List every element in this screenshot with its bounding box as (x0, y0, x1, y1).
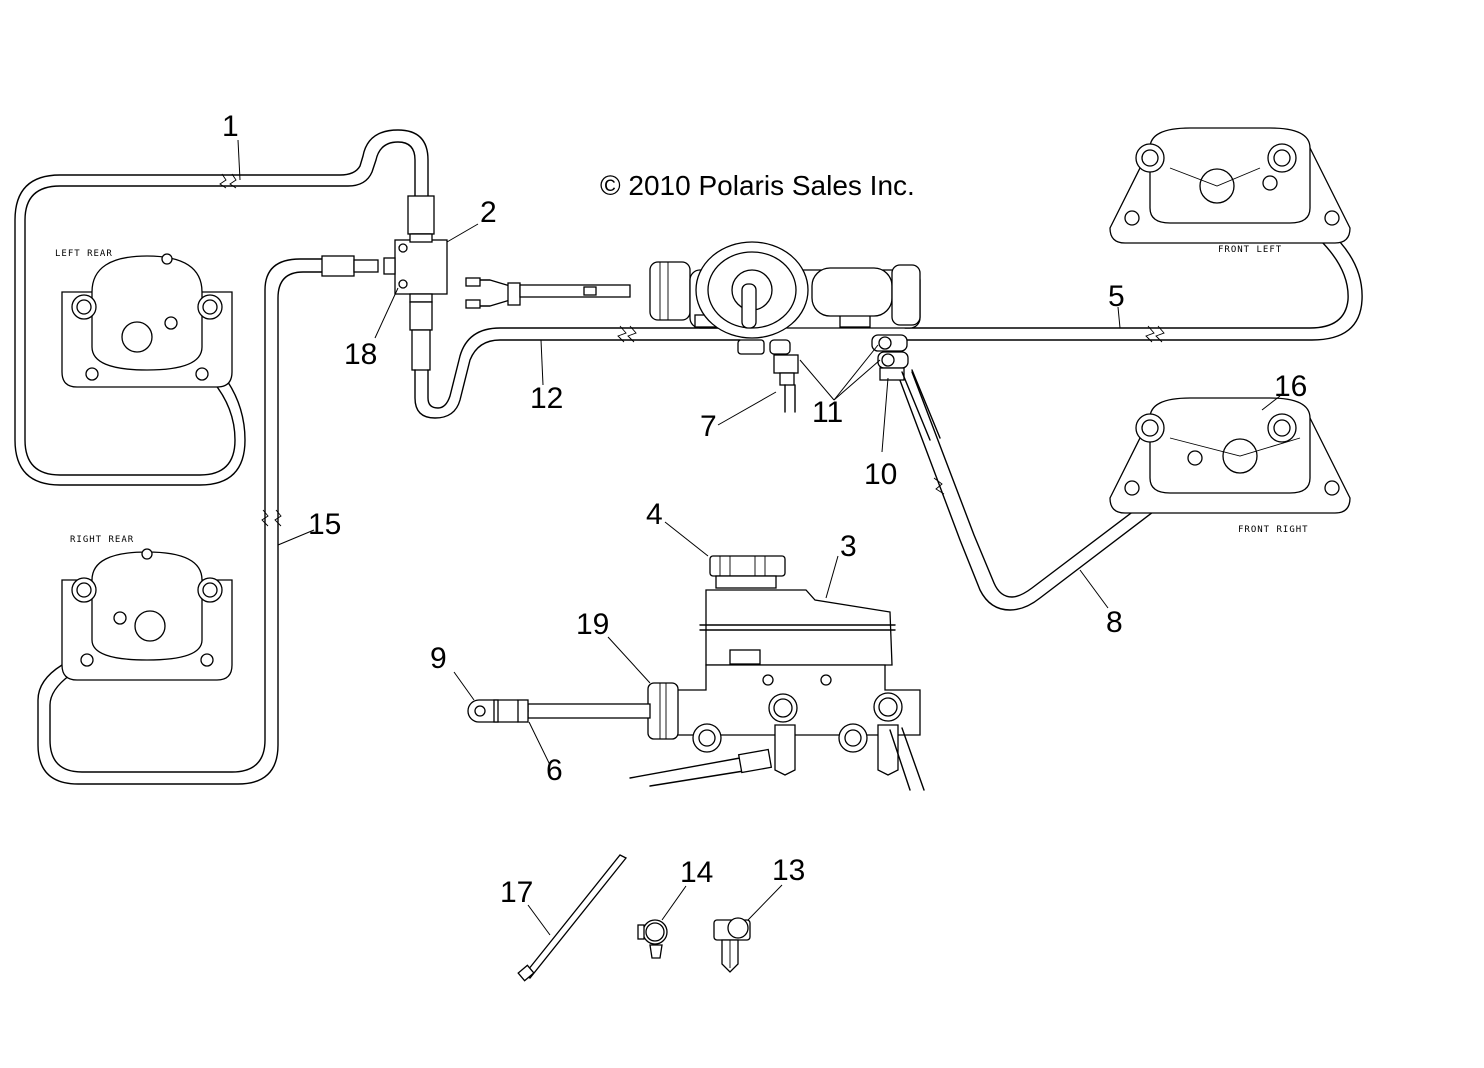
callout-2: 2 (480, 196, 497, 229)
callout-13: 13 (772, 854, 805, 887)
callout-19: 19 (576, 608, 609, 641)
callout-17: 17 (500, 876, 533, 909)
callout-14: 14 (680, 856, 713, 889)
caliper-left-rear (61, 253, 233, 388)
callout-5: 5 (1108, 280, 1125, 313)
callout-9: 9 (430, 642, 447, 675)
brake-line-8 (897, 371, 1196, 611)
callout-3: 3 (840, 530, 857, 563)
callout-18: 18 (344, 338, 377, 371)
callout-6: 6 (546, 754, 563, 787)
brake-line-15 (37, 255, 379, 785)
clip-13 (713, 917, 751, 973)
callout-10: 10 (864, 458, 897, 491)
leader-lines (237, 139, 1281, 936)
proportioning-valve (383, 233, 448, 303)
callout-8: 8 (1106, 606, 1123, 639)
master-cylinder-top-view (465, 241, 941, 441)
caliper-front-left (1109, 127, 1351, 244)
callout-16: 16 (1274, 370, 1307, 403)
brake-line-12 (409, 301, 741, 419)
caliper-label-left-rear: LEFT REAR (55, 249, 113, 259)
master-cylinder-side-view (467, 555, 925, 791)
callout-7: 7 (700, 410, 717, 443)
clip-14 (637, 919, 668, 959)
caliper-label-front-right: FRONT RIGHT (1238, 525, 1309, 535)
brake-line-5 (904, 179, 1363, 343)
callout-4: 4 (646, 498, 663, 531)
callout-11: 11 (812, 396, 843, 429)
caliper-label-right-rear: RIGHT REAR (70, 535, 134, 545)
cable-tie-17 (517, 854, 628, 982)
caliper-front-right (1109, 397, 1351, 514)
callout-15: 15 (308, 508, 341, 541)
caliper-right-rear (61, 548, 233, 681)
copyright-text: © 2010 Polaris Sales Inc. (600, 170, 915, 201)
callout-12: 12 (530, 382, 563, 415)
caliper-label-front-left: FRONT LEFT (1218, 245, 1282, 255)
callout-1: 1 (222, 110, 239, 143)
